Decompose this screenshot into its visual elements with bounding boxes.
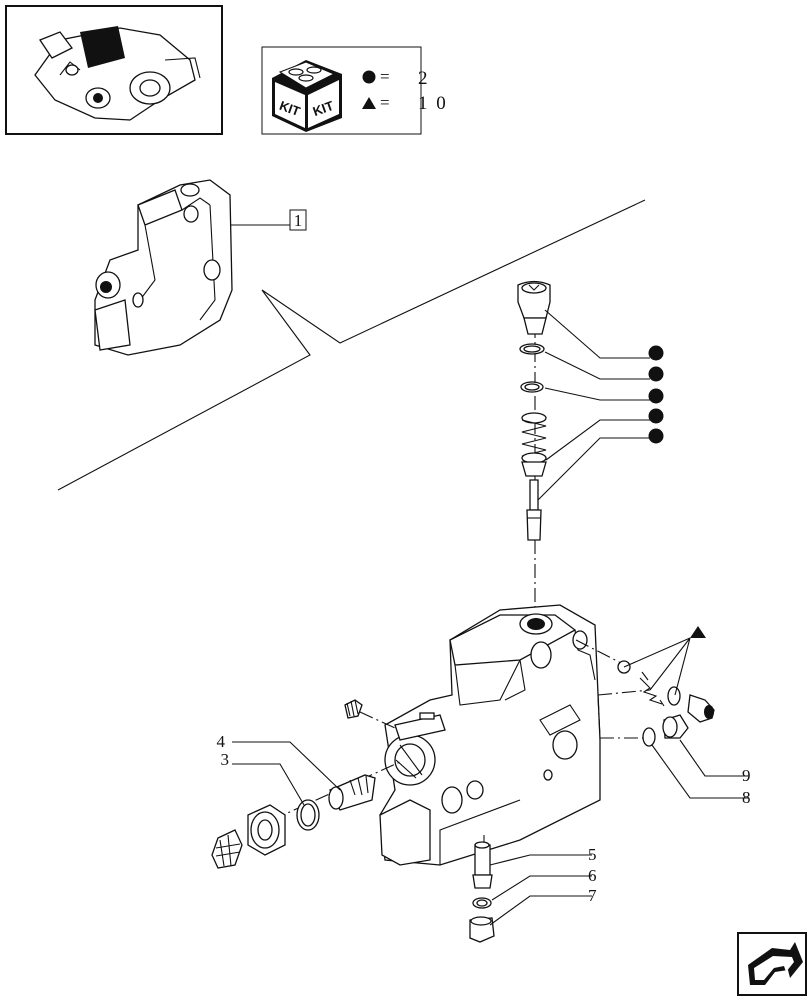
small-seal: [667, 686, 681, 706]
spring: [521, 412, 547, 464]
small-spring: [639, 671, 665, 707]
kit-circle-quantity: 2: [418, 68, 430, 89]
kit-box-icon: KIT KIT: [272, 60, 342, 132]
plug-right: [687, 694, 715, 723]
part-4-insert: [328, 774, 376, 811]
kit-triangle-quantity: 1 0: [418, 93, 448, 114]
valve-body: [379, 604, 601, 866]
right-dash-lower: [597, 689, 651, 739]
callout-8-label: 8: [742, 788, 751, 807]
kit-text-right: KIT: [311, 98, 336, 119]
kit-circle-marker-1: [648, 345, 664, 361]
assembly-view: 1: [94, 179, 307, 356]
callout-6-label: 6: [588, 866, 597, 885]
kit-circle-marker-5: [648, 428, 664, 444]
left-dash: [359, 711, 396, 729]
callout-3-label: 3: [221, 750, 230, 769]
right-dash-upper: [575, 639, 626, 666]
kit-circle-symbol: [362, 70, 376, 84]
kit-circle-equals: =: [380, 67, 390, 86]
callout-9-label: 9: [742, 766, 751, 785]
seal-8: [642, 727, 656, 747]
kit-text-left: KIT: [277, 98, 302, 119]
triangle-leaders: [623, 637, 691, 696]
kit-circle-marker-3: [648, 388, 664, 404]
break-line: [57, 199, 646, 491]
kit-triangle-symbol: [362, 97, 376, 109]
part-7-plug: [469, 916, 495, 943]
kit-triangle-equals: =: [380, 93, 390, 112]
callout-7-label: 7: [588, 886, 597, 905]
plug-9: [662, 714, 689, 739]
thumbnail-frame: [5, 5, 223, 135]
triangle-marker: [690, 626, 706, 638]
kit-circle-marker-2: [648, 366, 664, 382]
valve-pin: [526, 479, 542, 541]
callout-5-label: 5: [588, 845, 597, 864]
thumbnail-valve-icon: [34, 26, 201, 121]
plunger-cap: [517, 280, 551, 335]
kit-circle-marker-4: [648, 408, 664, 424]
knurled-plug: [344, 699, 363, 719]
callout-4-label: 4: [217, 732, 226, 751]
kit-legend: KIT KIT = 2 = 1 0: [261, 46, 448, 135]
spring-seat: [521, 461, 547, 477]
cap-nut: [211, 829, 243, 869]
callout-1-label: 1: [294, 211, 303, 230]
kit-circle-leaders: [537, 309, 664, 501]
part-5-pin: [472, 841, 493, 889]
fitting: [247, 804, 286, 856]
next-page-arrow-icon[interactable]: [737, 932, 807, 996]
